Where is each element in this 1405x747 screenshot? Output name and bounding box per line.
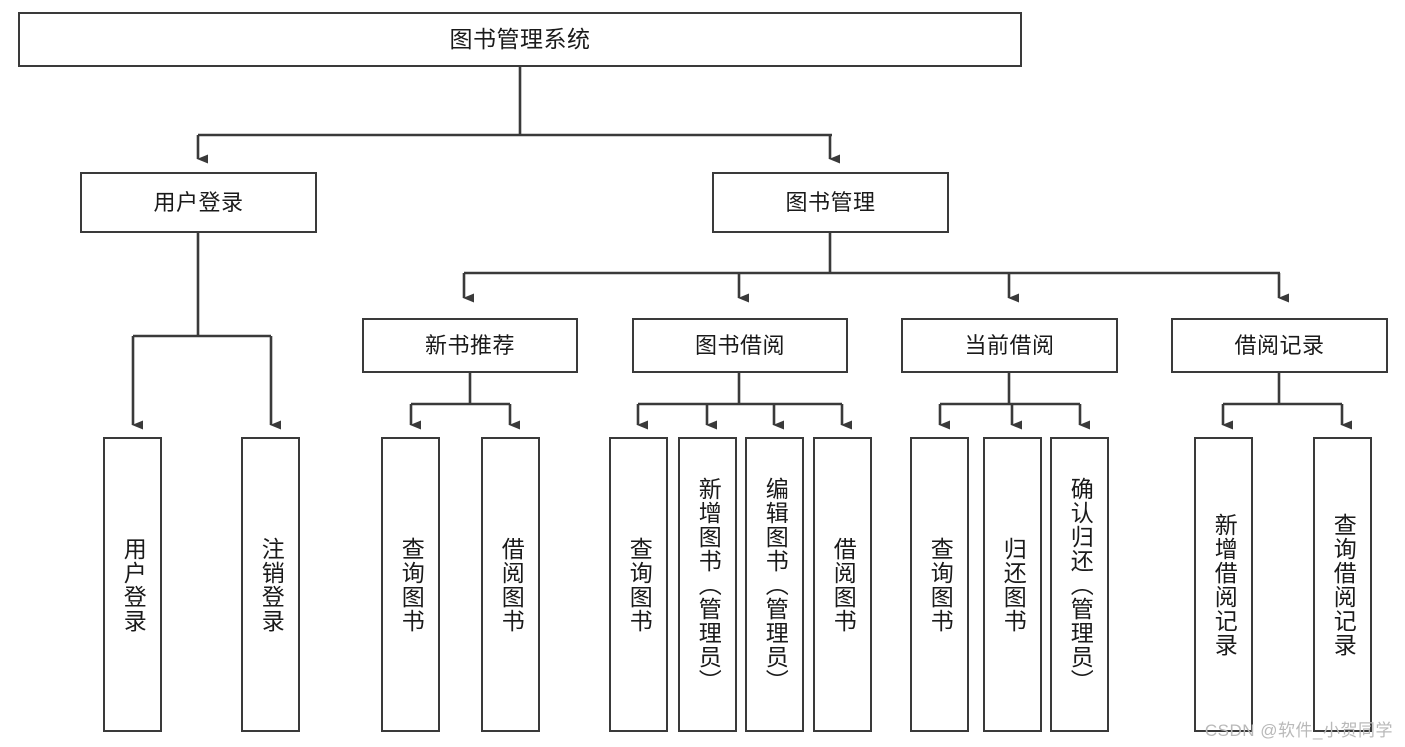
leaf-query-book-current[interactable]: 查询图书: [910, 437, 969, 732]
node-label: 查询图书: [927, 536, 954, 633]
leaf-edit-book-admin[interactable]: 编辑图书（管理员）: [745, 437, 804, 732]
node-label: 查询借阅记录: [1330, 512, 1357, 657]
leaf-borrow-book-newbook[interactable]: 借阅图书: [481, 437, 540, 732]
leaf-confirm-return-admin[interactable]: 确认归还（管理员）: [1050, 437, 1109, 732]
leaf-query-book-newbook[interactable]: 查询图书: [381, 437, 440, 732]
node-new-book-recommend[interactable]: 新书推荐: [362, 318, 578, 373]
leaf-borrow-book[interactable]: 借阅图书: [813, 437, 872, 732]
node-label: 新增借阅记录: [1211, 512, 1238, 657]
node-label: 查询图书: [626, 536, 653, 633]
leaf-add-borrow-record[interactable]: 新增借阅记录: [1194, 437, 1253, 732]
node-label: 用户登录: [153, 189, 244, 215]
leaf-add-book-admin[interactable]: 新增图书（管理员）: [678, 437, 737, 732]
leaf-query-book-borrow[interactable]: 查询图书: [609, 437, 668, 732]
node-borrow-record[interactable]: 借阅记录: [1171, 318, 1388, 373]
node-user-login[interactable]: 用户登录: [80, 172, 317, 233]
node-label: 确认归还（管理员）: [1067, 476, 1094, 693]
node-book-management[interactable]: 图书管理: [712, 172, 949, 233]
leaf-return-book[interactable]: 归还图书: [983, 437, 1042, 732]
node-book-borrow[interactable]: 图书借阅: [632, 318, 848, 373]
node-label: 新书推荐: [424, 332, 515, 358]
node-label: 借阅记录: [1234, 332, 1325, 358]
node-label: 归还图书: [1000, 536, 1027, 633]
node-current-borrow[interactable]: 当前借阅: [901, 318, 1118, 373]
leaf-logout[interactable]: 注销登录: [241, 437, 300, 732]
node-label: 图书管理: [785, 189, 876, 215]
node-root-system[interactable]: 图书管理系统: [18, 12, 1022, 67]
node-label: 注销登录: [258, 536, 285, 633]
node-label: 图书管理系统: [449, 25, 591, 52]
leaf-user-login[interactable]: 用户登录: [103, 437, 162, 732]
node-label: 新增图书（管理员）: [695, 476, 722, 693]
node-label: 查询图书: [398, 536, 425, 633]
node-label: 借阅图书: [498, 536, 525, 633]
node-label: 借阅图书: [830, 536, 857, 633]
node-label: 当前借阅: [964, 332, 1055, 358]
node-label: 编辑图书（管理员）: [762, 476, 789, 693]
leaf-query-borrow-record[interactable]: 查询借阅记录: [1313, 437, 1372, 732]
node-label: 用户登录: [120, 536, 147, 633]
node-label: 图书借阅: [694, 332, 785, 358]
